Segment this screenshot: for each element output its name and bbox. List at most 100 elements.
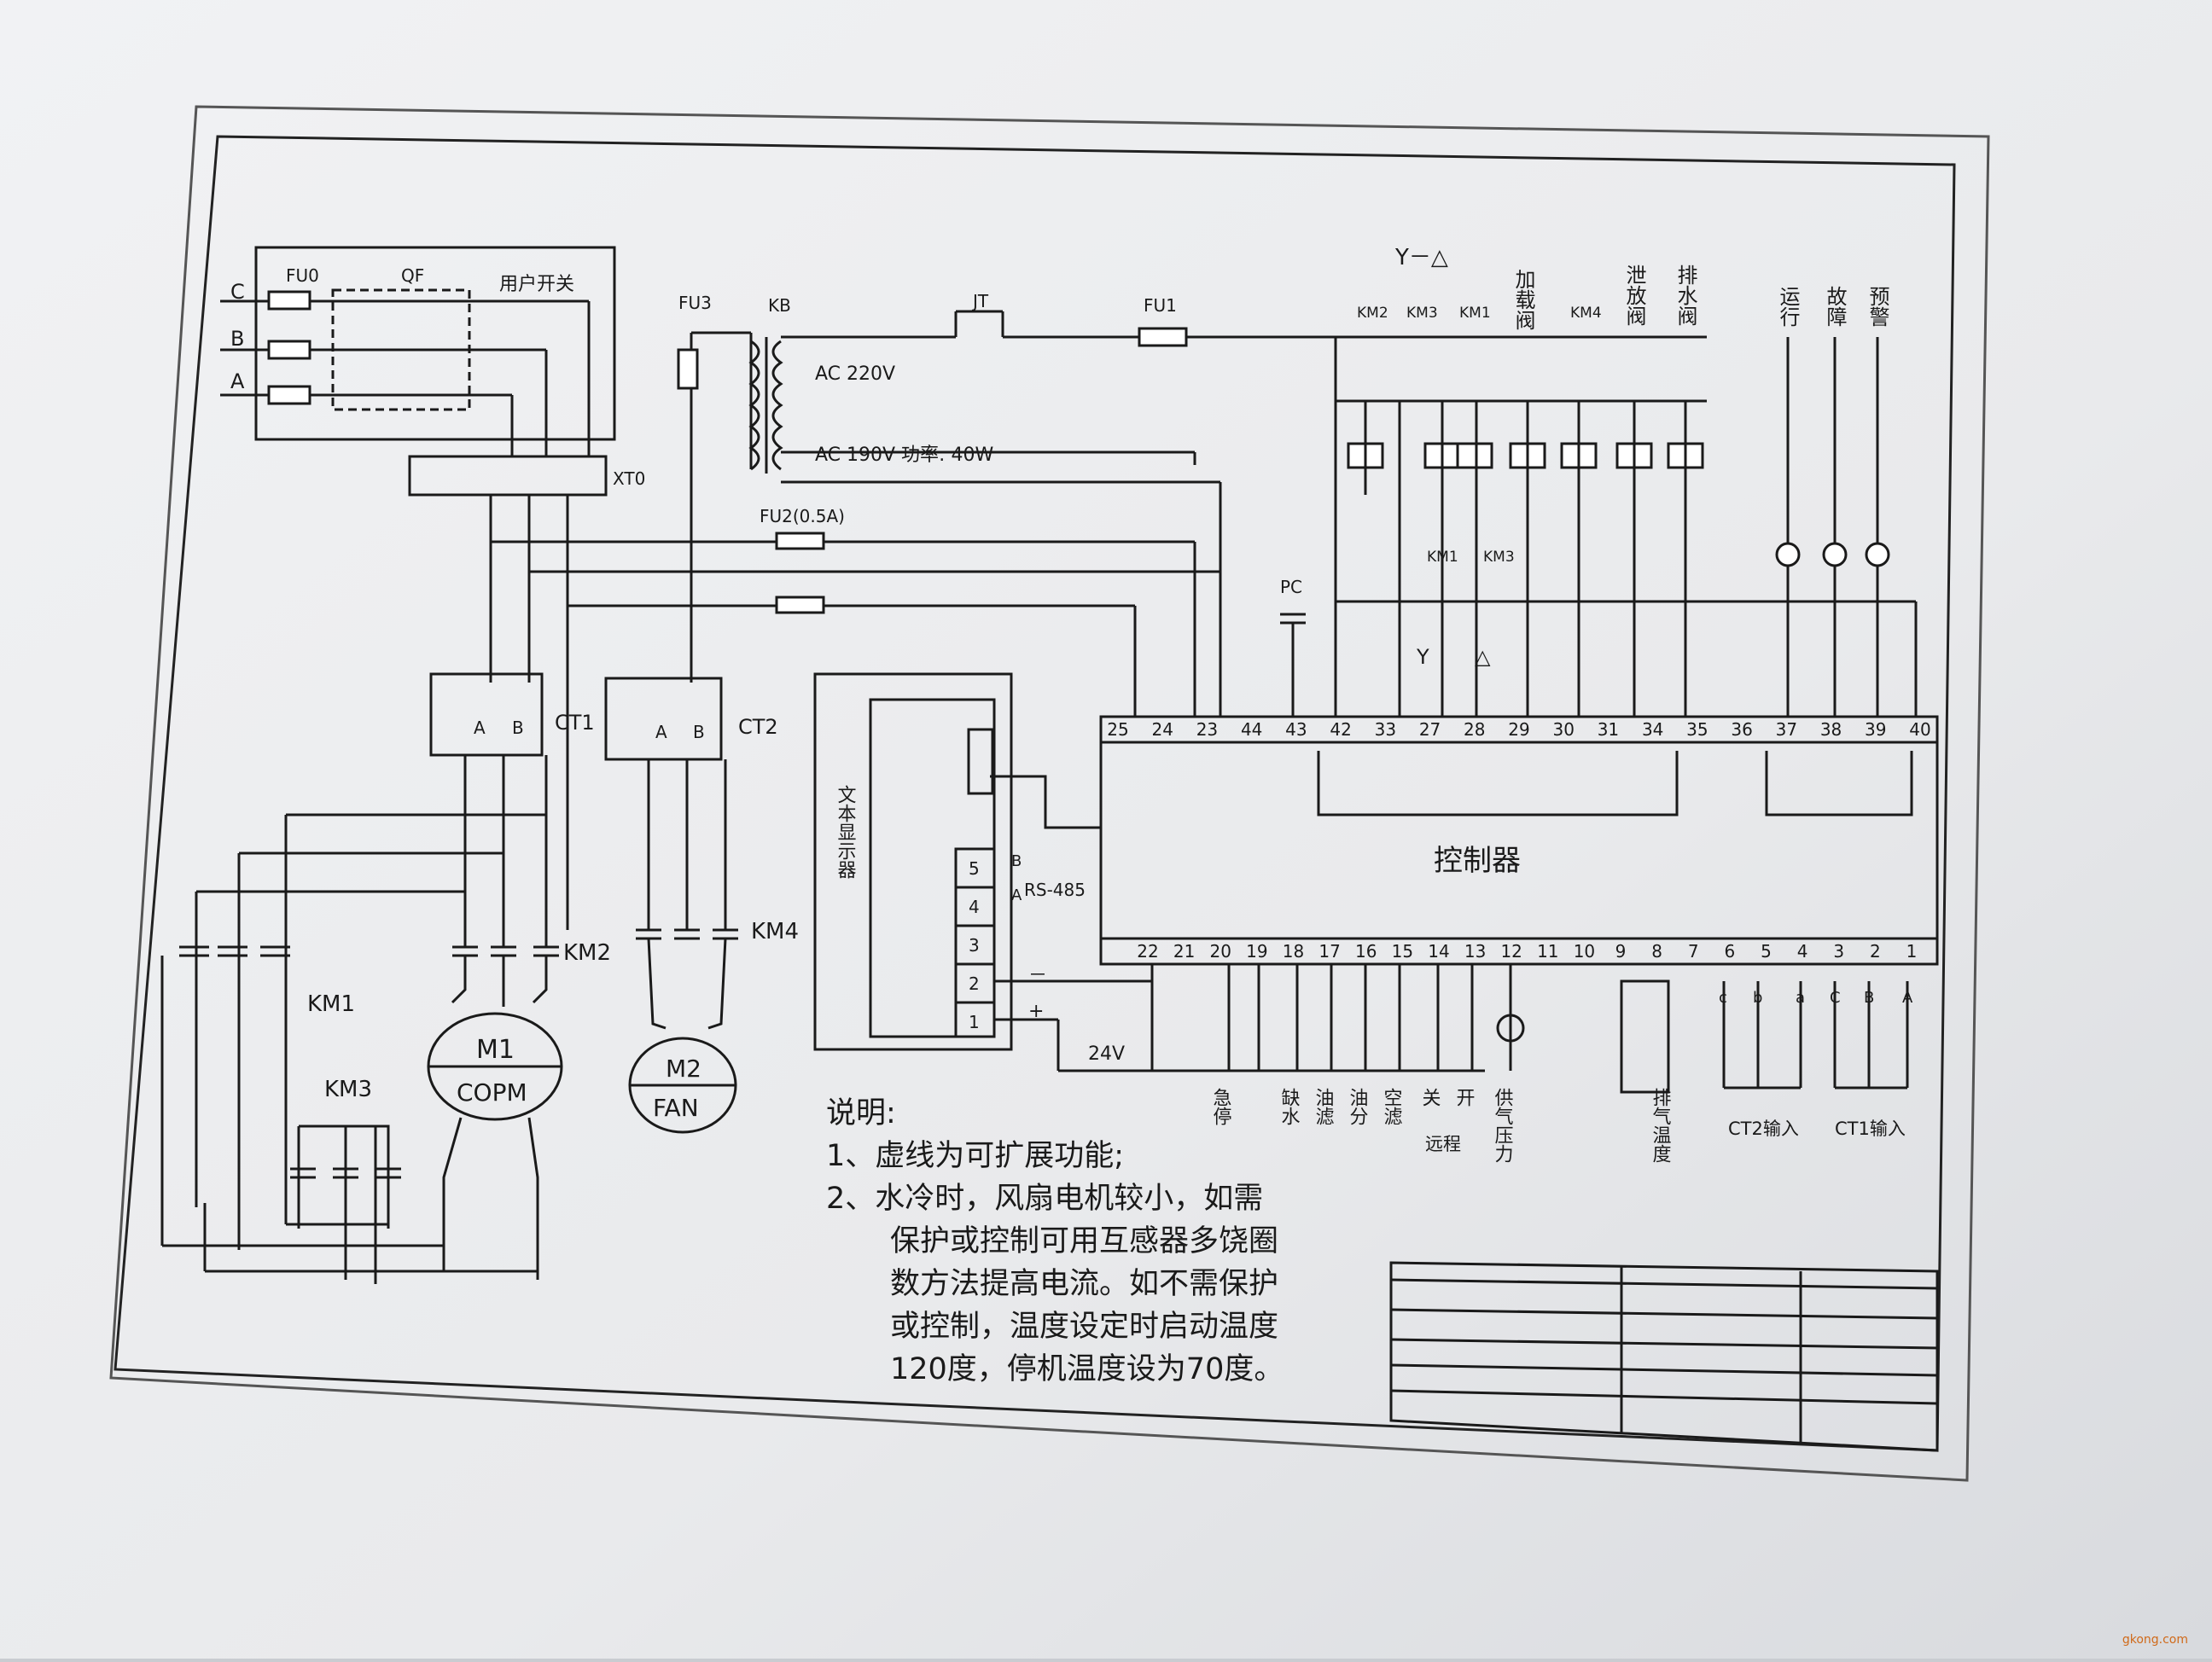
input-label-6: 开 [1453, 1088, 1475, 1107]
valve-drain-label: 排水阀 [1674, 264, 1697, 326]
notes-line-1: 1、虚线为可扩展功能; [826, 1139, 1125, 1173]
pin-a-label: A [1011, 886, 1022, 904]
ct2-b: B [693, 722, 705, 742]
bottom-terminal-12: 12 [1500, 941, 1522, 962]
top-terminal-28: 28 [1464, 719, 1485, 740]
phase-c-label: C [230, 280, 245, 304]
bottom-terminal-10: 10 [1574, 941, 1595, 962]
outer-frame [109, 105, 1990, 1482]
y-symbol: Y [1416, 645, 1429, 669]
valve-release-label: 泄放阀 [1622, 264, 1646, 326]
bottom-terminal-1: 1 [1906, 941, 1918, 962]
top-terminal-44: 44 [1241, 719, 1262, 740]
input-label-1: 缺水 [1278, 1088, 1301, 1125]
bottom-terminal-6: 6 [1725, 941, 1736, 962]
star-delta-label: Y－△ [1394, 245, 1448, 270]
watermark-logo: gkong.com [2122, 1633, 2188, 1647]
relay-km2-label: KM2 [1357, 305, 1388, 322]
pin-b-label: B [1011, 852, 1022, 870]
display-frame [813, 672, 1013, 1051]
ct1-label: CT1 [555, 711, 595, 735]
input-label-7: 供气压力 [1492, 1088, 1514, 1163]
ct2-label: CT2 [738, 715, 778, 739]
display-pin-3: 3 [969, 935, 980, 956]
lamp-fault-label: 故障 [1823, 286, 1847, 327]
ct-letter-5: A [1902, 989, 1913, 1007]
ct2-block [604, 677, 723, 761]
bottom-terminal-18: 18 [1283, 941, 1304, 962]
input-label-8: 排气温度 [1650, 1088, 1672, 1163]
notes-line-5: 或控制，温度设定时启动温度 [890, 1310, 1279, 1344]
wiring [160, 246, 1939, 1452]
m2-label: M2 [666, 1055, 701, 1083]
m1-label: M1 [476, 1035, 515, 1065]
top-terminal-29: 29 [1508, 719, 1529, 740]
lamp-warn-label: 预警 [1866, 286, 1889, 327]
notes-line-3: 保护或控制可用互感器多饶圈 [890, 1224, 1279, 1258]
top-terminal-34: 34 [1642, 719, 1663, 740]
bottom-terminal-8: 8 [1651, 941, 1662, 962]
ct-letter-2: a [1796, 989, 1805, 1007]
valve-load-label: 加载阀 [1511, 269, 1535, 330]
notes-block: 说明: 1、虚线为可扩展功能; 2、水冷时，风扇电机较小，如需 保护或控制可用互… [826, 1092, 1372, 1391]
jt-label: JT [971, 291, 989, 311]
ct2-a: A [655, 722, 667, 742]
relay-km3-label: KM3 [1406, 305, 1438, 322]
input-label-2: 油滤 [1313, 1088, 1335, 1125]
bottom-terminal-2: 2 [1870, 941, 1881, 962]
top-terminal-33: 33 [1375, 719, 1396, 740]
display-pin-2: 2 [969, 973, 980, 994]
bottom-terminal-19: 19 [1246, 941, 1267, 962]
phase-b-label: B [230, 327, 244, 351]
fu0-label: FU0 [286, 265, 319, 286]
phase-a-label: A [230, 369, 245, 393]
ct2-input-label: CT2输入 [1728, 1119, 1799, 1139]
rs485-label: RS-485 [1024, 880, 1086, 900]
ac190-label: AC 190V 功率: 40W [815, 445, 993, 466]
controller-box [1099, 715, 1939, 966]
km4-label: KM4 [751, 919, 799, 944]
notes-line-2: 2、水冷时，风扇电机较小，如需 [826, 1182, 1264, 1216]
lamp-run-label: 运行 [1776, 286, 1800, 327]
interlock-km3-label: KM3 [1483, 549, 1515, 566]
ct1-block [429, 672, 544, 757]
top-terminal-37: 37 [1776, 719, 1797, 740]
top-terminal-27: 27 [1419, 719, 1441, 740]
input-label-5: 关 [1419, 1088, 1441, 1107]
bottom-terminal-15: 15 [1392, 941, 1413, 962]
supply-box [254, 246, 616, 441]
controller-label: 控制器 [1434, 844, 1521, 878]
pc-label: PC [1280, 577, 1302, 597]
bottom-terminal-22: 22 [1137, 941, 1158, 962]
relay-km1-label: KM1 [1459, 305, 1491, 322]
bottom-terminal-5: 5 [1761, 941, 1772, 962]
m2-name: FAN [653, 1094, 699, 1122]
fu3-label: FU3 [678, 293, 712, 313]
bottom-terminal-14: 14 [1428, 941, 1449, 962]
bottom-terminal-17: 17 [1318, 941, 1340, 962]
top-terminal-23: 23 [1196, 719, 1218, 740]
notes-heading: 说明: [826, 1096, 896, 1130]
xt0-label: XT0 [613, 468, 645, 489]
top-terminal-36: 36 [1731, 719, 1752, 740]
display-pin-1: 1 [969, 1012, 980, 1032]
relay-km4-label: KM4 [1570, 305, 1602, 322]
top-terminal-40: 40 [1909, 719, 1930, 740]
notes-line-4: 数方法提高电流。如不需保护 [890, 1267, 1279, 1301]
display-pin-5: 5 [969, 858, 980, 879]
top-terminal-24: 24 [1151, 719, 1173, 740]
v24-label: 24V [1088, 1043, 1125, 1065]
km1-label: KM1 [307, 991, 355, 1017]
top-terminal-25: 25 [1107, 719, 1128, 740]
top-terminal-30: 30 [1552, 719, 1574, 740]
bottom-terminal-4: 4 [1797, 941, 1808, 962]
ct-letter-3: C [1830, 989, 1841, 1007]
bottom-terminal-16: 16 [1355, 941, 1377, 962]
display-pin-4: 4 [969, 897, 980, 917]
bottom-terminal-9: 9 [1615, 941, 1627, 962]
